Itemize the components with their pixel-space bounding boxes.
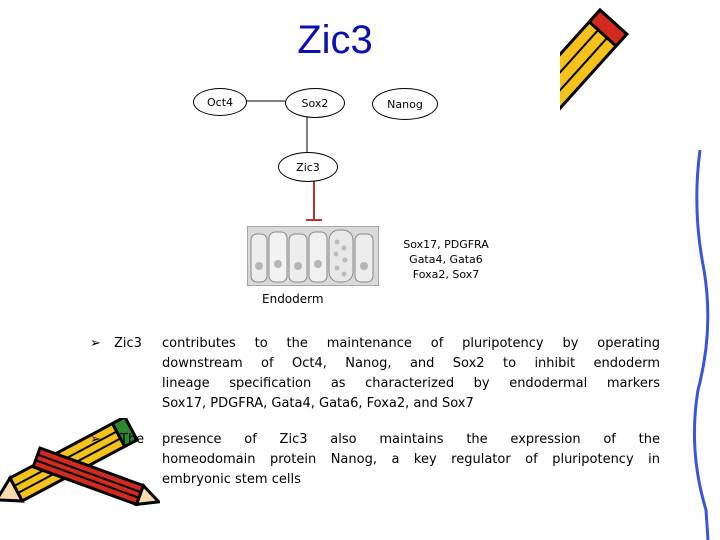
bullet-arrow-icon: ➢ bbox=[90, 430, 101, 450]
marker-line-1: Sox17, PDGFRA bbox=[382, 237, 510, 252]
bullet-2-head: The bbox=[120, 430, 144, 450]
bullet-1-line-1: contributes to the maintenance of plurip… bbox=[162, 334, 660, 354]
marker-line-2: Gata4, Gata6 bbox=[382, 252, 510, 267]
endoderm-label: Endoderm bbox=[262, 292, 324, 306]
bullet-1-line-3: lineage specification as characterized b… bbox=[162, 374, 660, 394]
marker-line-3: Foxa2, Sox7 bbox=[382, 267, 510, 282]
endodermal-markers: Sox17, PDGFRA Gata4, Gata6 Foxa2, Sox7 bbox=[382, 237, 510, 282]
node-zic3: Zic3 bbox=[278, 152, 338, 182]
bullet-2-line-3: embryonic stem cells bbox=[162, 470, 660, 490]
bullet-2-line-1: presence of Zic3 also maintains the expr… bbox=[162, 430, 660, 450]
bullet-item-2: ➢ The presence of Zic3 also maintains th… bbox=[90, 430, 660, 490]
endoderm-cells-image bbox=[247, 226, 379, 286]
bullet-item-1: ➢ Zic3 contributes to the maintenance of… bbox=[90, 334, 660, 414]
bullet-arrow-icon: ➢ bbox=[90, 334, 101, 354]
bullet-2-line-2: homeodomain protein Nanog, a key regulat… bbox=[162, 450, 660, 470]
bullet-1-line-2: downstream of Oct4, Nanog, and Sox2 to i… bbox=[162, 354, 660, 374]
node-sox2: Sox2 bbox=[285, 88, 345, 118]
bullet-1-line-4: Sox17, PDGFRA, Gata4, Gata6, Foxa2, and … bbox=[162, 394, 660, 414]
node-oct4: Oct4 bbox=[193, 88, 247, 116]
bullet-1-head: Zic3 bbox=[114, 334, 142, 354]
node-nanog: Nanog bbox=[372, 88, 438, 120]
